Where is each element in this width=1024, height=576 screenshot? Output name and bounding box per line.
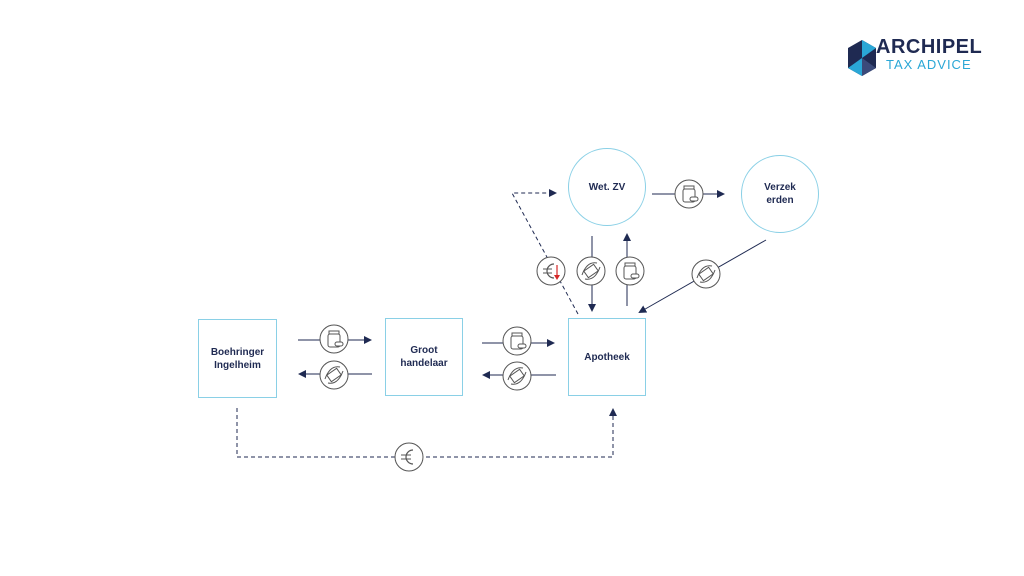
dashed-arrow-boehringer-to-apotheek <box>236 408 617 458</box>
node-wet-zv: Wet. ZV <box>568 148 646 226</box>
node-apotheek-label: Apotheek <box>584 351 630 363</box>
logo-hexagon-icon <box>848 40 876 76</box>
euro-icon <box>394 442 424 472</box>
medicine-bottle-icon <box>502 326 532 356</box>
medicine-bottle-icon <box>674 179 704 209</box>
money-flow-icon <box>502 361 532 391</box>
node-verzekerden-label: Verzek erden <box>764 182 796 206</box>
medicine-bottle-icon <box>615 256 645 286</box>
node-apotheek: Apotheek <box>568 318 646 396</box>
node-boehringer-label: Boehringer Ingelheim <box>210 346 265 371</box>
euro-rebate-icon <box>536 256 566 286</box>
money-flow-icon <box>576 256 606 286</box>
dashed-arrow-apotheek-to-wetzv <box>511 189 579 315</box>
node-boehringer-ingelheim: Boehringer Ingelheim <box>198 319 277 398</box>
archipel-logo: ARCHIPEL TAX ADVICE <box>846 36 996 78</box>
money-flow-icon <box>691 259 721 289</box>
logo-name: ARCHIPEL <box>876 36 983 58</box>
money-flow-icon <box>319 360 349 390</box>
medicine-bottle-icon <box>319 324 349 354</box>
node-groothandelaar: Groot handelaar <box>385 318 463 396</box>
node-verzekerden: Verzek erden <box>741 155 819 233</box>
node-wetzv-label: Wet. ZV <box>588 181 626 193</box>
logo-tagline: TAX ADVICE <box>886 57 972 72</box>
node-groothandelaar-label: Groot handelaar <box>400 345 448 369</box>
